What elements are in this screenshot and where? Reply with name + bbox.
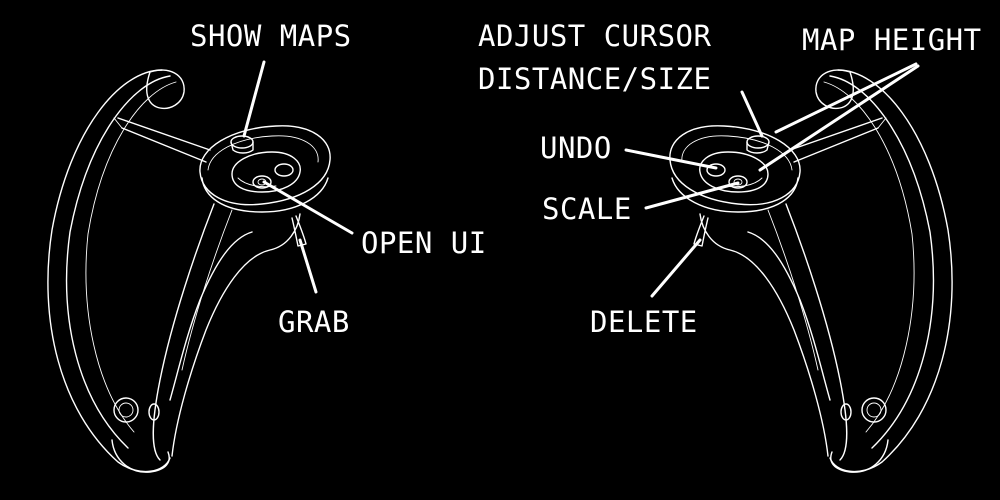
leader-map-height-a	[774, 62, 918, 134]
label-delete: DELETE	[590, 305, 698, 339]
right-labels: ADJUST CURSOR DISTANCE/SIZE MAP HEIGHT U…	[478, 19, 982, 339]
label-grab: GRAB	[278, 305, 350, 339]
leader-lines	[242, 60, 920, 298]
label-scale: SCALE	[542, 192, 632, 226]
leader-open-ui	[262, 180, 354, 235]
left-labels: SHOW MAPS OPEN UI GRAB	[190, 19, 487, 339]
left-controller	[47, 69, 331, 473]
leader-delete	[650, 238, 702, 298]
label-show-maps: SHOW MAPS	[190, 19, 352, 53]
label-map-height: MAP HEIGHT	[802, 23, 982, 57]
label-adjust-cursor-line1: ADJUST CURSOR	[478, 19, 712, 53]
leader-undo	[624, 148, 718, 170]
leader-grab	[298, 238, 318, 294]
leader-scale	[644, 181, 740, 210]
leader-adjust-cursor	[740, 90, 764, 138]
label-open-ui: OPEN UI	[361, 226, 487, 260]
label-undo: UNDO	[540, 131, 612, 165]
leader-show-maps	[242, 60, 266, 138]
leader-map-height-b	[758, 64, 920, 172]
label-adjust-cursor-line2: DISTANCE/SIZE	[478, 62, 711, 96]
right-controller	[669, 69, 953, 473]
